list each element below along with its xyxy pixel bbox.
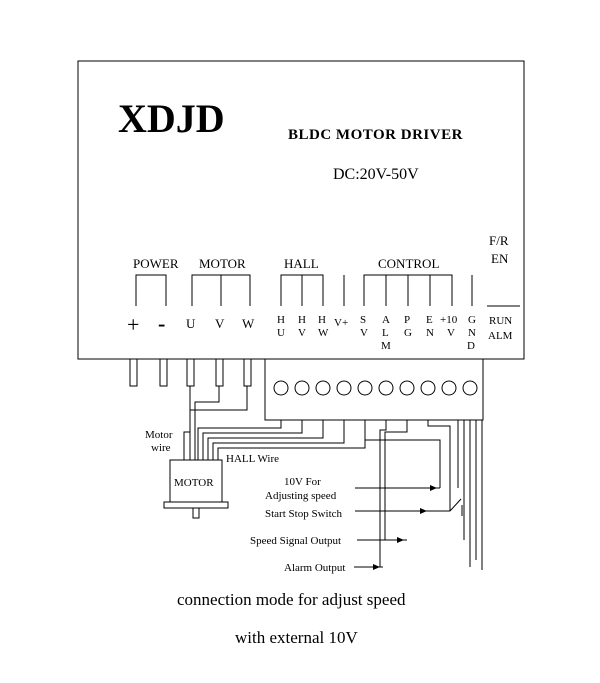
terminal-en-2: N <box>426 327 434 339</box>
motor-box-label: MOTOR <box>174 477 214 489</box>
speed-signal-label: Speed Signal Output <box>250 535 341 547</box>
terminal-vplus: V+ <box>334 317 348 329</box>
terminal-pg-2: G <box>404 327 412 339</box>
terminal-pg-1: P <box>404 314 410 326</box>
terminal-hv-2: V <box>298 327 306 339</box>
start-stop-label: Start Stop Switch <box>265 508 343 520</box>
driver-title: BLDC MOTOR DRIVER <box>288 127 463 143</box>
terminal-alm-right: ALM <box>488 330 513 342</box>
signal-connector <box>264 358 484 421</box>
connector-screws <box>273 380 478 396</box>
group-power-label: POWER <box>133 256 179 271</box>
terminal-w: W <box>242 316 255 331</box>
terminal-hw-1: H <box>318 314 326 326</box>
adjust-label-2: Adjusting speed <box>265 490 337 502</box>
group-hall-label: HALL <box>284 256 319 271</box>
terminal-10v-2: V <box>447 327 455 339</box>
motor-wire-label-1: Motor <box>145 429 173 441</box>
arrow-speed <box>397 537 404 543</box>
terminal-minus: - <box>158 311 165 336</box>
hall-wires <box>197 420 366 460</box>
terminal-plus: + <box>127 312 139 337</box>
terminal-hv-1: H <box>298 314 306 326</box>
caption-line-1: connection mode for adjust speed <box>177 590 406 609</box>
motor-phase-wires <box>183 386 248 460</box>
terminal-alm-1: A <box>382 314 390 326</box>
adjust-label-1: 10V For <box>284 476 321 488</box>
motor-wire-label-2: wire <box>151 442 171 454</box>
terminal-gnd-2: N <box>468 327 476 339</box>
terminal-sv-1: S <box>360 314 366 326</box>
alarm-output-label: Alarm Output <box>284 562 345 574</box>
terminal-run: RUN <box>489 315 512 327</box>
arrow-start-stop <box>420 508 427 514</box>
group-brackets <box>135 274 520 307</box>
voltage-rating: DC:20V-50V <box>333 166 419 183</box>
terminal-gnd-1: G <box>468 314 476 326</box>
terminal-pins <box>129 358 252 387</box>
arrow-adjust <box>430 485 437 491</box>
terminal-hu-1: H <box>277 314 285 326</box>
terminal-sv-2: V <box>360 327 368 339</box>
en-label: EN <box>491 251 509 266</box>
terminal-10v-1: +10 <box>440 314 458 326</box>
terminal-hw-2: W <box>318 327 329 339</box>
brand-logo: XDJD <box>118 96 225 141</box>
terminal-gnd-3: D <box>467 340 475 352</box>
terminal-v: V <box>215 316 225 331</box>
arrow-alarm <box>373 564 380 570</box>
group-control-label: CONTROL <box>378 256 439 271</box>
terminal-en-1: E <box>426 314 433 326</box>
hall-wire-label: HALL Wire <box>226 453 279 465</box>
terminal-u: U <box>186 316 196 331</box>
fr-label: F/R <box>489 233 509 248</box>
motor-shaft <box>192 507 200 519</box>
group-motor-label: MOTOR <box>199 256 246 271</box>
caption-line-2: with external 10V <box>235 628 358 647</box>
terminal-hu-2: U <box>277 327 285 339</box>
terminal-alm-2: L <box>382 327 389 339</box>
control-wires <box>354 420 483 570</box>
terminal-alm-3: M <box>381 340 391 352</box>
motor-flange <box>163 501 229 509</box>
